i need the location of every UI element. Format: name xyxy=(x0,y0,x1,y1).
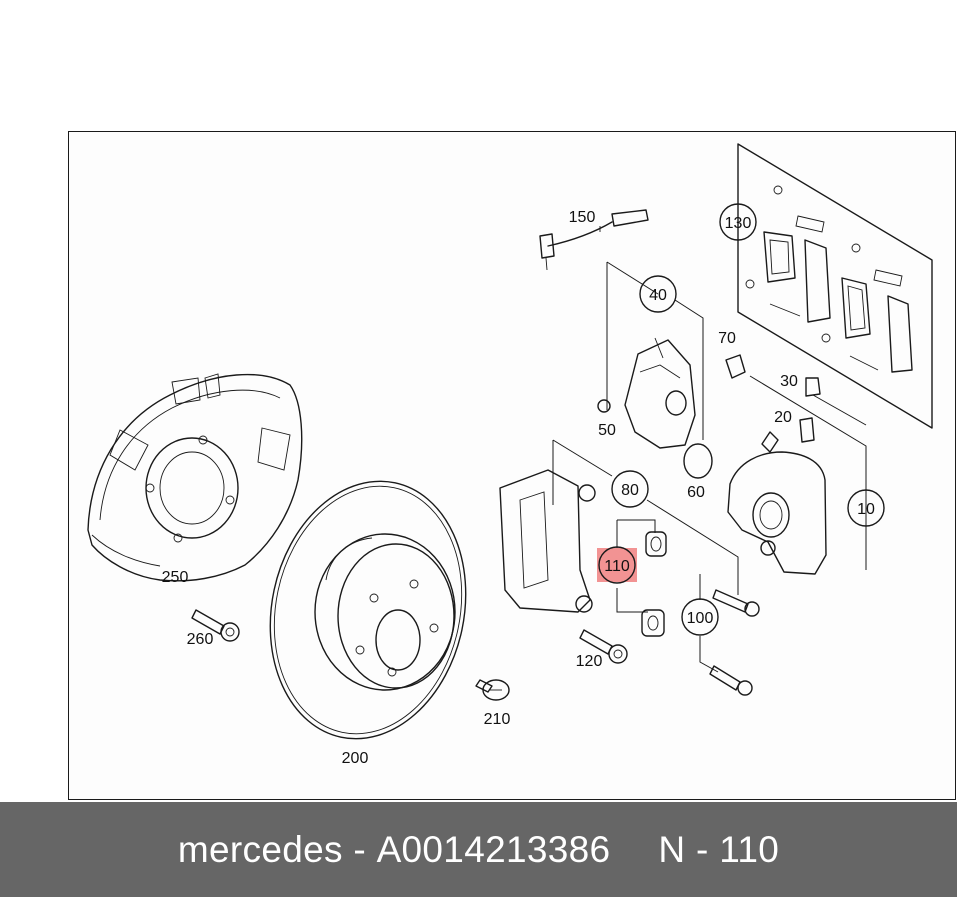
label-260: 260 xyxy=(187,631,214,648)
caliper-10 xyxy=(725,354,867,575)
brand-separator: - xyxy=(353,828,366,870)
label-250: 250 xyxy=(162,569,189,586)
label-120: 120 xyxy=(576,653,603,670)
caliper-group-40 xyxy=(597,261,713,479)
part-number: A0014213386 xyxy=(376,828,611,870)
label-80: 80 xyxy=(621,482,639,499)
label-110: 110 xyxy=(604,558,630,575)
position-number: 110 xyxy=(719,828,780,870)
label-130: 130 xyxy=(725,215,752,232)
bolt-120 xyxy=(579,629,628,664)
label-210: 210 xyxy=(484,711,511,728)
diagram-frame xyxy=(68,131,956,800)
brake-pad-set-130 xyxy=(737,143,933,429)
position-separator: - xyxy=(695,828,709,870)
wear-sensor-150 xyxy=(539,209,649,271)
label-10: 10 xyxy=(857,501,875,518)
label-20: 20 xyxy=(774,409,792,426)
label-40: 40 xyxy=(649,287,667,304)
callout-circle-100 xyxy=(681,598,719,636)
brake-disc-200 xyxy=(269,480,467,740)
callout-circle-130 xyxy=(719,203,757,241)
callout-circle-110 xyxy=(598,546,636,584)
caliper-carrier-80 xyxy=(499,439,739,613)
bolts-100 xyxy=(699,574,760,696)
label-100: 100 xyxy=(687,610,714,627)
label-30: 30 xyxy=(780,373,798,390)
label-150: 150 xyxy=(569,209,596,226)
callout-circle-10 xyxy=(847,489,885,527)
bolt-260 xyxy=(191,609,240,642)
label-60: 60 xyxy=(687,484,705,501)
callout-circle-80 xyxy=(611,470,649,508)
label-200: 200 xyxy=(342,750,369,767)
part-info-footer: mercedes - A0014213386 N - 110 xyxy=(0,802,957,897)
label-50: 50 xyxy=(598,422,616,439)
position-prefix: N xyxy=(658,828,686,870)
dust-shield-250 xyxy=(87,373,303,582)
callout-circle-40 xyxy=(639,275,677,313)
guide-sleeves-110 xyxy=(597,519,667,637)
screw-210 xyxy=(475,679,510,701)
brand-name: mercedes xyxy=(177,828,343,870)
label-70: 70 xyxy=(718,330,736,347)
